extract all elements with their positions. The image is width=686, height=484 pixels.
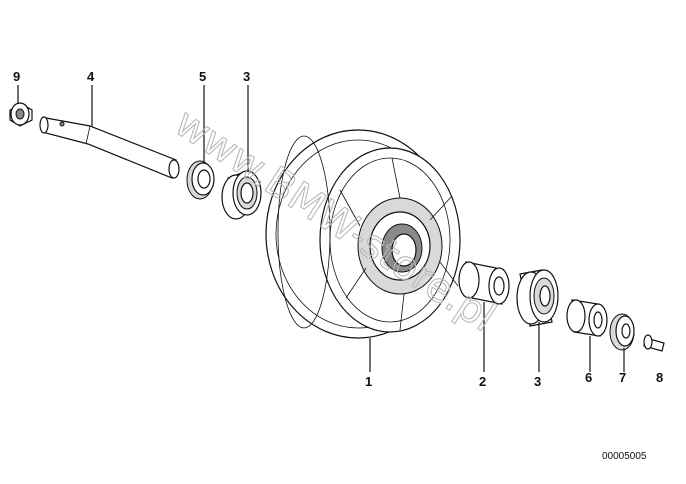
document-number: 00005005 — [602, 451, 647, 462]
leader-lines — [17, 85, 625, 372]
part-1-wheel-hub[interactable] — [265, 129, 461, 339]
part-3-bearing-left[interactable] — [221, 170, 262, 220]
callout-3-right: 3 — [534, 374, 541, 389]
part-9-end-cap[interactable] — [9, 102, 33, 127]
part-5-seal[interactable] — [186, 160, 215, 200]
callout-6: 6 — [585, 370, 592, 385]
callout-4: 4 — [87, 69, 95, 84]
part-3-bearing-right[interactable] — [516, 269, 559, 327]
part-8-bolt[interactable] — [643, 334, 665, 352]
callout-9: 9 — [13, 69, 20, 84]
callout-1: 1 — [365, 374, 372, 389]
callout-7: 7 — [619, 370, 626, 385]
part-6-bushing[interactable] — [566, 299, 608, 337]
part-4-axle[interactable] — [39, 116, 180, 179]
callout-8: 8 — [656, 370, 663, 385]
callout-3-left: 3 — [243, 69, 250, 84]
part-2-spacer[interactable] — [458, 261, 510, 305]
part-7-washer[interactable] — [609, 313, 635, 351]
callout-2: 2 — [479, 374, 486, 389]
callout-5: 5 — [199, 69, 206, 84]
